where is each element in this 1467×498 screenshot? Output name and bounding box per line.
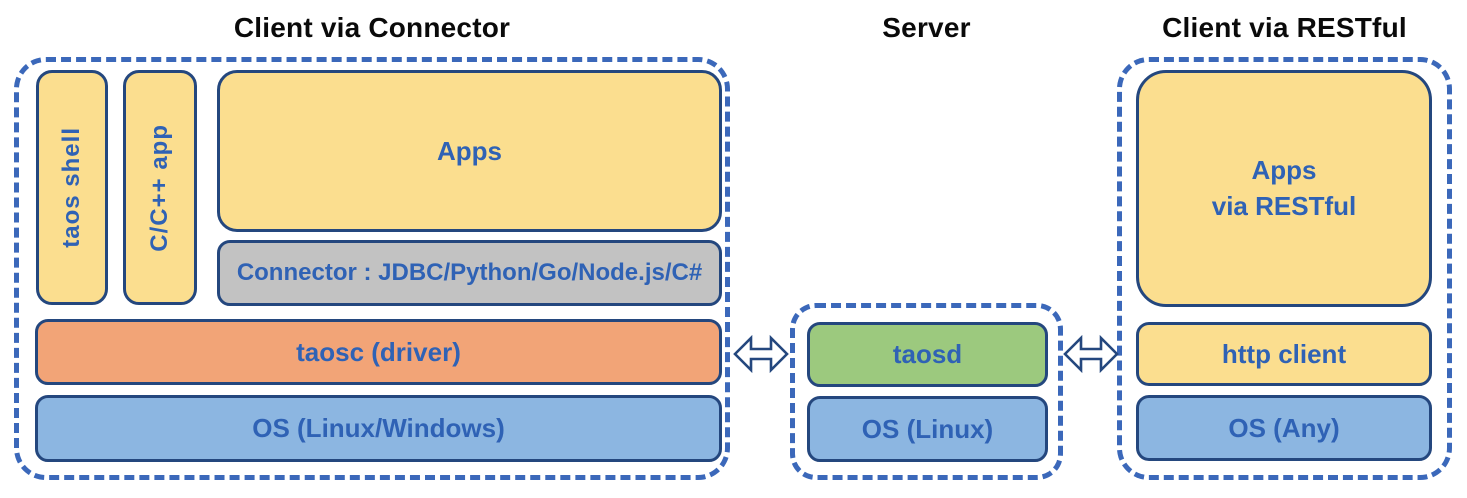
section-title-client-connector: Client via Connector [233, 12, 511, 43]
double-arrow-server-right-icon [1063, 333, 1119, 375]
taosc-driver-box: taosc (driver) [35, 319, 722, 385]
os-any-label: OS (Any) [1228, 412, 1340, 443]
apps-via-restful-label: Apps via RESTful [1212, 153, 1356, 223]
taosd-label: taosd [892, 339, 963, 369]
double-arrow-left-server-icon [733, 333, 789, 375]
os-linux-box: OS (Linux) [807, 396, 1048, 462]
cpp-app-label: C/C++ app [146, 123, 173, 252]
taos-shell-label: taos shell [58, 127, 85, 248]
server-group-border [790, 303, 1063, 480]
apps-via-restful-line1: Apps [1251, 155, 1317, 186]
os-linux-windows-label: OS (Linux/Windows) [252, 413, 505, 443]
connector-box: Connector : JDBC/Python/Go/Node.js/C# [217, 240, 722, 306]
os-linux-windows-box: OS (Linux/Windows) [35, 395, 722, 462]
section-title-client-restful: Client via RESTful [1162, 12, 1407, 43]
client-restful-group-border [1117, 57, 1452, 480]
cpp-app-box: C/C++ app [123, 70, 197, 305]
section-title-server: Server [882, 12, 971, 43]
taosc-driver-label: taosc (driver) [296, 336, 461, 367]
os-linux-label: OS (Linux) [861, 413, 994, 444]
apps-via-restful-box: Apps via RESTful [1136, 70, 1432, 307]
apps-label: Apps [437, 135, 502, 166]
apps-box: Apps [217, 70, 722, 232]
os-any-box: OS (Any) [1136, 395, 1432, 461]
taos-shell-box: taos shell [36, 70, 108, 305]
connector-label: Connector : JDBC/Python/Go/Node.js/C# [236, 259, 703, 286]
client-connector-group-border [14, 57, 730, 480]
taosd-box: taosd [807, 322, 1048, 387]
http-client-label: http client [1221, 338, 1347, 369]
apps-via-restful-line2: via RESTful [1211, 190, 1357, 221]
http-client-box: http client [1136, 322, 1432, 386]
